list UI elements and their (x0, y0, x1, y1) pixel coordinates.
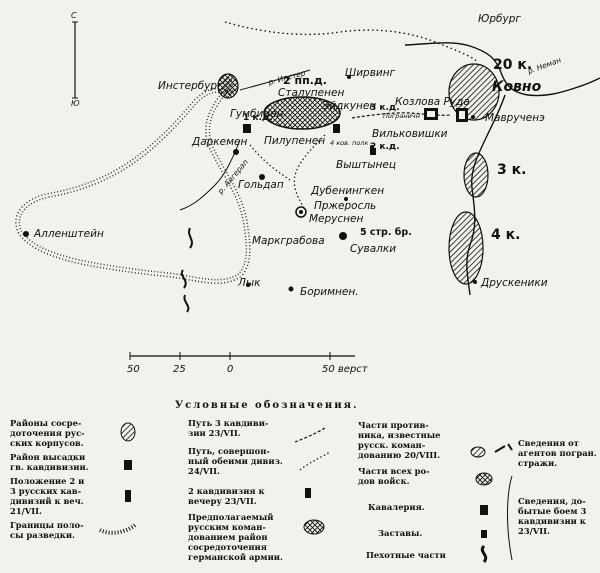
legend-title: Условные обозначения. (175, 400, 359, 411)
legend-item: Границы поло- сы разведки. (10, 520, 84, 540)
unit-3-kd: 3 к.д. (370, 103, 400, 113)
legend-item: Части против- ника, известные русск. ком… (358, 420, 441, 460)
scale-tick-50: 50 (127, 364, 140, 375)
place-gumbinen: Гумбинен (230, 108, 284, 120)
place-pillupenen: Пилупенен (264, 135, 326, 147)
unit-4-kov: 4 ков. полк (330, 139, 369, 147)
unit-1-kd: 1 к.д. (243, 113, 273, 123)
place-przherosl: Пржеросль (314, 200, 377, 212)
unit-2-kd: 2 к.д. (370, 142, 400, 152)
legend-item: Кавалерия. (368, 502, 425, 512)
legend-item: Предполагаемый русским коман- дованием р… (188, 512, 283, 562)
corps-4-area (448, 211, 484, 285)
place-suvalki: Сувалки (350, 243, 397, 255)
cav-landing (243, 124, 251, 133)
cavalry-path-both (293, 134, 326, 211)
corps-3-area (463, 152, 489, 198)
scale-bar (129, 352, 355, 360)
legend-symbols (99, 422, 513, 563)
place-boriminen: Боримнен. (300, 286, 359, 298)
compass-north: С (71, 11, 77, 20)
legend-item: Районы сосре- доточения рус- ских корпус… (10, 418, 85, 448)
place-eidkunen: Эйдкунен (322, 100, 377, 112)
unit-20-corps: 20 к. (493, 57, 533, 73)
place-kovno: Ковно (492, 79, 542, 95)
place-vyshtynets: Выштынец (336, 159, 396, 171)
scale-tick-0: 0 (227, 364, 234, 375)
scale-tick-50-versts: 50 верст (322, 364, 368, 375)
place-lyk: Лык (238, 277, 261, 289)
river-angerapp (179, 139, 241, 211)
place-meruenen: Меруснен (309, 213, 364, 225)
unit-3-corps: 3 к. (497, 162, 527, 178)
legend-item: Заставы. (378, 528, 423, 538)
place-vilkovishki: Вильковишки (372, 128, 448, 140)
place-goldap: Гольдап (238, 179, 284, 191)
corps-20-area (448, 63, 500, 121)
unit-pogran: Пограничн (383, 112, 420, 120)
place-shirving: Ширвинг (345, 67, 396, 79)
place-dubeningken: Дубенингкен (311, 185, 385, 197)
enemy-markers (23, 75, 477, 292)
legend-item: Сведения от агентов погран. стражи. (518, 438, 597, 468)
legend-item: Путь 3 кавдиви- зии 23/VII. (188, 418, 269, 438)
place-yurburg: Юрбург (478, 13, 521, 25)
place-allenshtein: Алленштейн (34, 228, 104, 240)
place-darkemen: Даркемен (192, 136, 248, 148)
river-neman (404, 42, 600, 97)
infantry-marks (180, 227, 193, 313)
legend-item: Район высадки гв. кавдивизии. (10, 452, 89, 472)
river-inster (239, 69, 311, 91)
place-mavruche: Маврученэ (485, 112, 545, 124)
german-area-stalluponen (263, 96, 341, 130)
compass-south: Ю (71, 99, 80, 108)
scale-tick-25: 25 (173, 364, 186, 375)
cav-position-4 (370, 148, 376, 155)
legend-item: Пехотные части (366, 550, 446, 560)
cav-position-3 (333, 124, 340, 133)
place-druskeniki: Друскеники (481, 277, 548, 289)
unit-5-str: 5 стр. бр. (360, 227, 412, 238)
place-kozlova-ruda: Козлова Руда (395, 96, 470, 108)
unit-2-pd: 2 пп.д. (283, 74, 327, 87)
border-dotted (224, 21, 479, 63)
legend-item: Положение 2 и 3 русских кав- дивизий к в… (10, 476, 85, 516)
legend-item: Части всех ро- дов войск. (358, 466, 430, 486)
legend-item: 2 кавдивизия к вечеру 23/VII. (188, 486, 265, 506)
place-insterburg: Инстербург (158, 80, 223, 92)
compass-icon (72, 21, 78, 99)
place-mark-grabova: Маркграбова (252, 235, 325, 247)
place-stalluponen: Сталупенен (278, 87, 345, 99)
legend-item: Путь, совершон- ный обеими дивиз. 24/VII… (188, 446, 283, 476)
legend-item: Сведения, до- бытые боем 3 кавдивизии к … (518, 496, 587, 536)
unit-4-corps: 4 к. (491, 227, 521, 243)
cavalry-path-3 (351, 112, 451, 119)
